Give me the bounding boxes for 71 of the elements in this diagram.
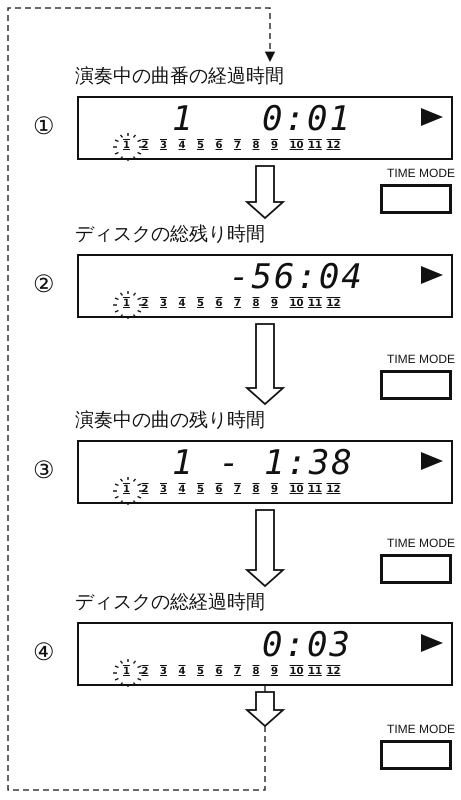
hollow-arrow (244, 691, 286, 728)
hollow-arrow (244, 165, 286, 220)
track-number: 8 (252, 140, 260, 152)
track-number: 9 (271, 484, 278, 496)
track-number: 9 (271, 666, 278, 678)
step-number: ④ (33, 638, 55, 666)
track-number: 10 (290, 140, 304, 152)
step-number: ① (33, 112, 55, 140)
track-number: 5 (197, 666, 204, 678)
track-number: 12 (326, 666, 340, 678)
digit-readout: - 1:38 (219, 444, 354, 482)
track-number: 1 (123, 484, 130, 496)
button-label: TIME MODE (387, 352, 455, 366)
track-number: 2 (142, 298, 148, 310)
mode-heading: 演奏中の曲番の経過時間 (75, 64, 284, 88)
digit-readout: -56:04 (229, 258, 364, 296)
track-number: 6 (216, 666, 222, 678)
track-number: 4 (178, 666, 186, 678)
track-number: 1 (123, 666, 130, 678)
track-number: 3 (160, 298, 167, 310)
track-number: 8 (252, 666, 260, 678)
step-number: ② (33, 270, 55, 298)
track-number: 3 (160, 140, 167, 152)
track-number: 12 (326, 140, 340, 152)
track-number: 2 (142, 140, 148, 152)
track-number: 3 (160, 666, 167, 678)
track-number: 9 (271, 298, 278, 310)
track-number: 3 (160, 484, 167, 496)
track-number: 6 (216, 298, 222, 310)
track-number: 5 (197, 298, 204, 310)
track-number: 11 (308, 298, 322, 310)
track-number: 9 (271, 140, 278, 152)
track-number: 2 (142, 666, 148, 678)
track-number: 8 (252, 484, 260, 496)
track-number: 5 (197, 140, 204, 152)
track-number: 8 (252, 298, 260, 310)
track-number: 1 (123, 140, 130, 152)
mode-heading: ディスクの総残り時間 (75, 222, 265, 246)
track-number: 10 (290, 666, 304, 678)
track-number: 7 (234, 140, 241, 152)
button-label: TIME MODE (387, 722, 455, 736)
track-number: 11 (308, 484, 322, 496)
track-number: 4 (178, 484, 186, 496)
track-number: 7 (234, 484, 241, 496)
track-number: 12 (326, 484, 340, 496)
track-number: 12 (326, 298, 340, 310)
digit-readout: 1 (172, 100, 194, 138)
track-number: 5 (197, 484, 204, 496)
step-number: ③ (33, 456, 55, 484)
button-label: TIME MODE (387, 166, 455, 180)
loop-arrow (7, 7, 276, 791)
digit-readout: 1 (172, 444, 194, 482)
track-number: 11 (308, 666, 322, 678)
track-number: 1 (123, 298, 130, 310)
track-number: 10 (290, 298, 304, 310)
track-number: 2 (142, 484, 148, 496)
track-number: 6 (216, 484, 222, 496)
track-number: 4 (178, 298, 186, 310)
button-label: TIME MODE (387, 536, 455, 550)
track-number: 10 (290, 484, 304, 496)
digit-readout: 0:03 (262, 626, 352, 664)
track-number: 7 (234, 666, 241, 678)
track-number: 7 (234, 298, 241, 310)
mode-heading: ディスクの総経過時間 (75, 590, 265, 614)
hollow-arrow (244, 323, 286, 406)
track-number: 4 (178, 140, 186, 152)
mode-heading: 演奏中の曲の残り時間 (75, 408, 265, 432)
hollow-arrow (244, 509, 286, 588)
digit-readout: 0:01 (262, 100, 352, 138)
track-number: 11 (308, 140, 322, 152)
track-number: 6 (216, 140, 222, 152)
